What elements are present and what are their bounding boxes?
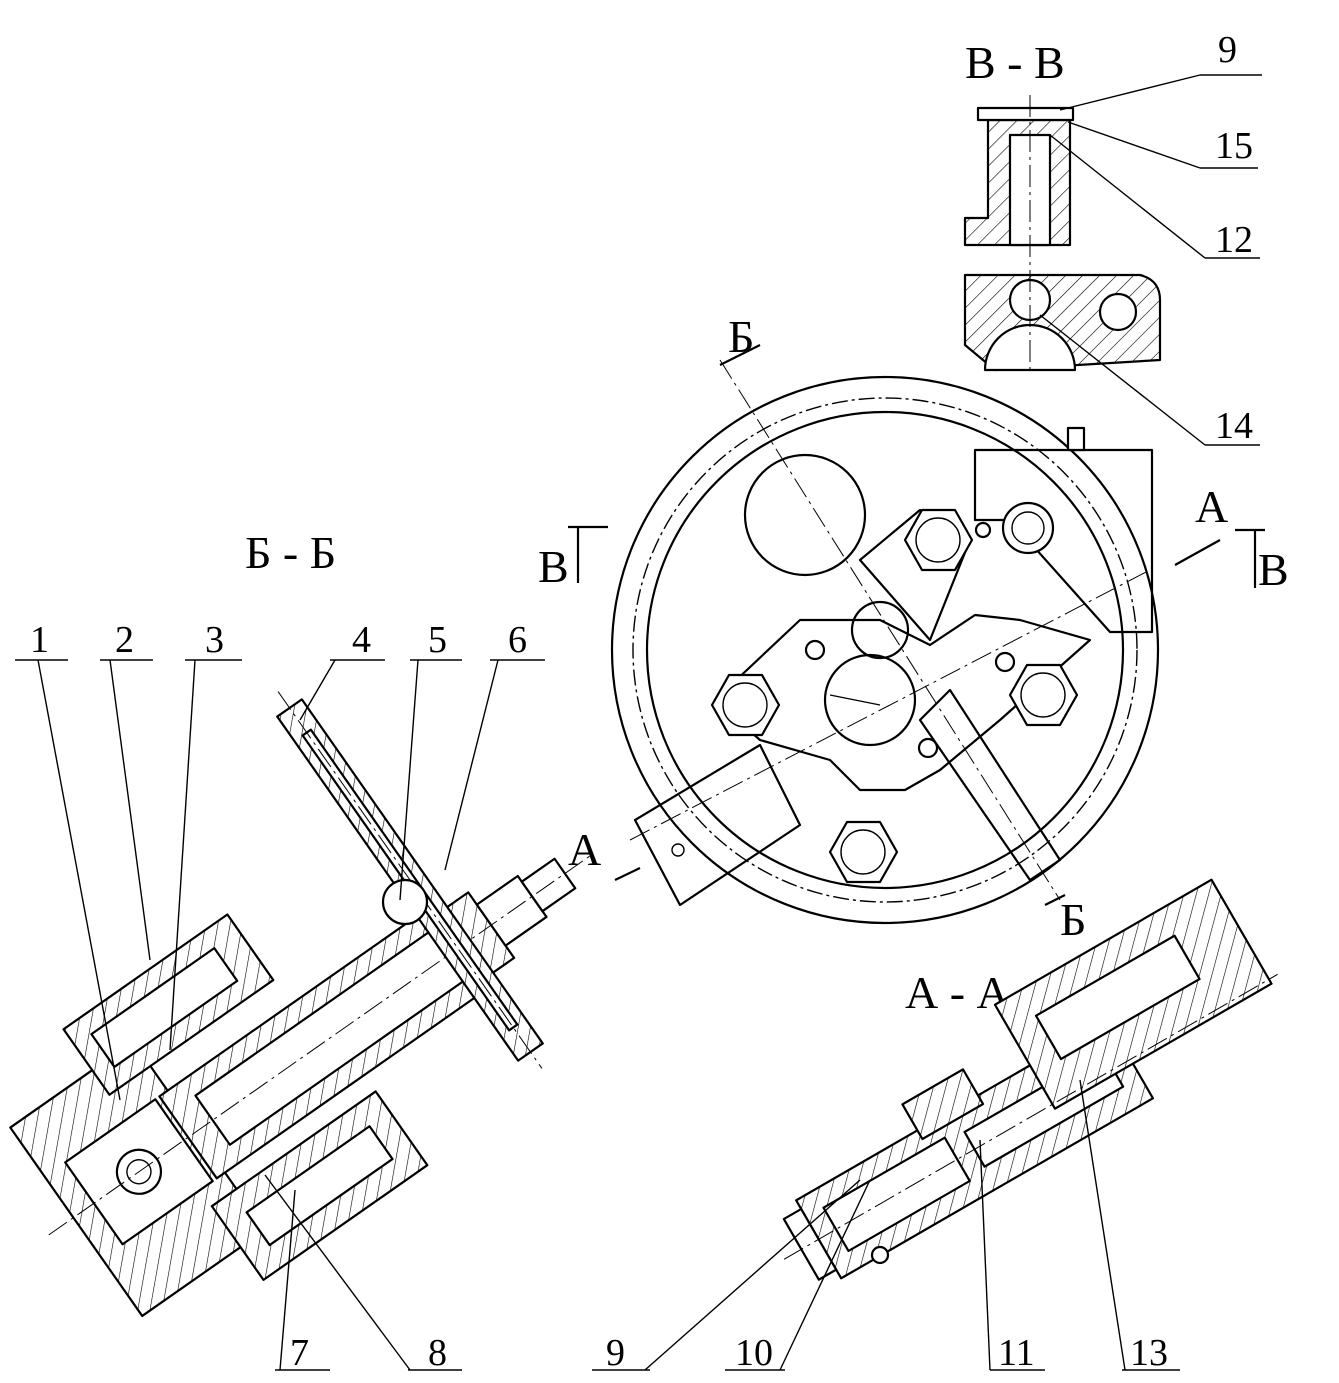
callout-8: 8 (428, 1332, 447, 1374)
cut-mark-v-right: В (1258, 544, 1289, 595)
aa-callouts: 9 10 11 13 (592, 1079, 1180, 1374)
cut-mark-b-bottom: Б (1060, 894, 1086, 945)
callout-1: 1 (30, 619, 49, 661)
callout-5: 5 (428, 619, 447, 661)
callout-15: 15 (1215, 125, 1253, 167)
section-vv-view: В - В (963, 37, 1162, 375)
callout-4: 4 (352, 619, 371, 661)
section-vv-title: В - В (965, 37, 1065, 88)
callout-6: 6 (508, 619, 527, 661)
callout-3: 3 (205, 619, 224, 661)
callout-2: 2 (115, 619, 134, 661)
cut-mark-a-right: А (1195, 481, 1228, 532)
section-aa-title: А - А (905, 967, 1010, 1018)
cut-marks: Б Б В В А А (538, 311, 1289, 945)
bb-callouts: 1 2 3 4 5 6 7 8 (15, 619, 545, 1374)
callout-11: 11 (998, 1332, 1035, 1374)
section-bb-view: Б - Б (9, 527, 590, 1318)
callout-13: 13 (1130, 1332, 1168, 1374)
callout-10: 10 (735, 1332, 773, 1374)
callout-12: 12 (1215, 219, 1253, 261)
hex-bolt (710, 673, 781, 737)
cut-mark-a-left: А (568, 824, 601, 875)
section-aa-view: А - А (782, 878, 1278, 1281)
callout-9-top: 9 (1218, 29, 1237, 71)
hex-bolt (903, 508, 974, 572)
hex-bolt (1008, 663, 1079, 727)
section-bb-title: Б - Б (245, 527, 336, 578)
main-view (568, 344, 1265, 925)
hex-bolt (828, 820, 899, 884)
callout-7: 7 (290, 1332, 309, 1374)
vv-callouts: 9 15 12 14 (1039, 29, 1262, 447)
callout-14: 14 (1215, 405, 1253, 447)
callout-9-bottom: 9 (606, 1332, 625, 1374)
cut-mark-b-top: Б (728, 311, 754, 362)
cut-mark-v-left: В (538, 541, 569, 592)
